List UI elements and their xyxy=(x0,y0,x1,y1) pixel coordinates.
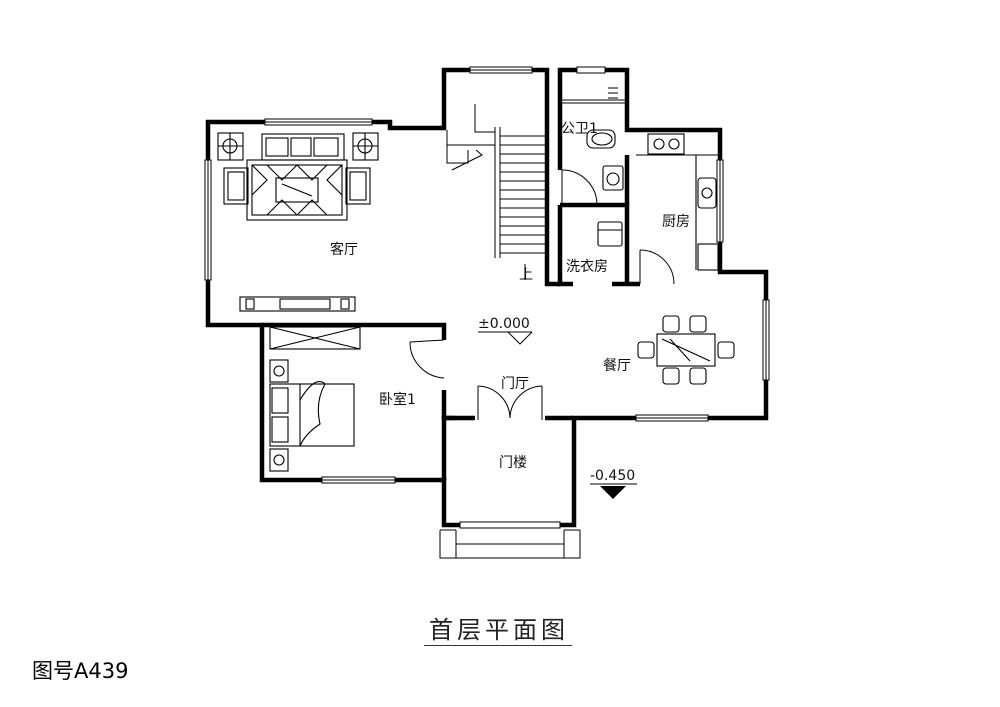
stair-up-label: 上 xyxy=(519,267,533,283)
room-label-porch: 门楼 xyxy=(499,455,527,471)
stair-treads xyxy=(500,135,545,254)
windows xyxy=(204,66,770,529)
main-level-text: ±0.000 xyxy=(478,316,530,332)
bathroom-fixtures xyxy=(560,87,627,191)
room-label-dining: 餐厅 xyxy=(603,358,631,374)
kitchen-door xyxy=(639,249,675,285)
title-underline xyxy=(424,645,572,646)
room-label-bathroom: 公卫1 xyxy=(561,121,598,137)
exterior-walls xyxy=(205,67,769,528)
living-room-furniture xyxy=(217,132,379,312)
dining-set xyxy=(637,315,735,385)
bedroom-furniture xyxy=(269,326,361,472)
outdoor-level-marker xyxy=(590,483,637,499)
kitchen-fixtures xyxy=(636,133,719,271)
plan-title: 首层平面图 xyxy=(429,616,569,644)
staircase xyxy=(446,104,545,280)
main-level-marker xyxy=(478,331,533,345)
room-label-bedroom: 卧室1 xyxy=(379,391,416,408)
laundry-fixtures xyxy=(597,221,623,247)
entrance-double-door xyxy=(477,385,543,420)
bathroom-door xyxy=(561,169,598,206)
porch-steps xyxy=(439,529,581,559)
room-label-kitchen: 厨房 xyxy=(662,214,690,230)
bedroom-door xyxy=(409,339,445,379)
drawing-number: 图号A439 xyxy=(32,659,129,683)
outdoor-level-text: -0.450 xyxy=(590,468,635,484)
room-label-living: 客厅 xyxy=(330,241,358,258)
room-label-laundry: 洗衣房 xyxy=(566,259,608,275)
interior-walls xyxy=(262,76,640,480)
room-label-foyer: 门厅 xyxy=(501,376,529,392)
